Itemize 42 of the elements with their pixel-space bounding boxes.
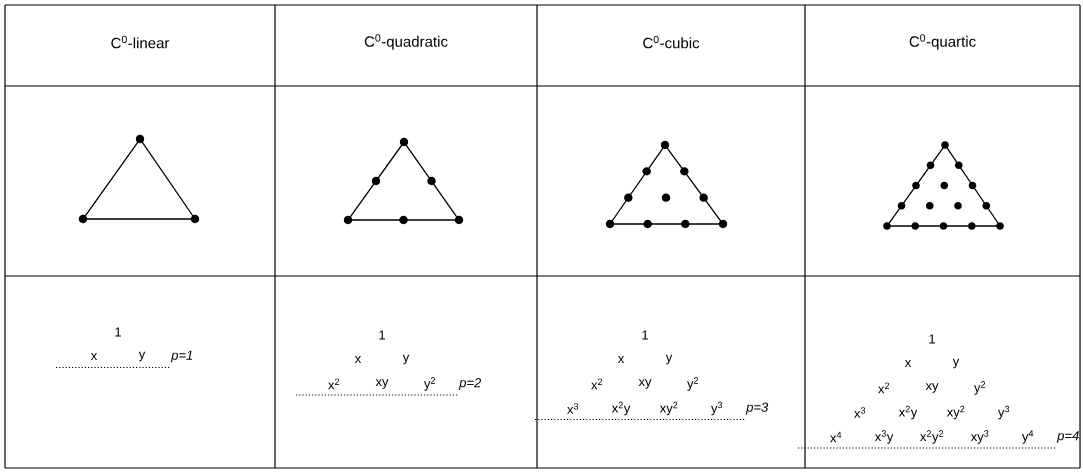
- monomial: x: [904, 360, 912, 367]
- monomial: xy$^{2}$: [946, 405, 965, 420]
- monomial: xy: [638, 379, 652, 389]
- monomial: x: [617, 356, 625, 363]
- monomial: 1: [379, 330, 385, 340]
- column-header: C$^{0}$-linear: [111, 35, 170, 49]
- degree-label: p=1: [170, 350, 193, 363]
- column-header: C$^{0}$-quadratic: [364, 34, 448, 50]
- monomial: y: [665, 354, 673, 365]
- monomial: x$^{2}$y$^{2}$: [920, 430, 944, 444]
- monomial: x: [90, 353, 98, 360]
- monomial: y$^{4}$: [1022, 430, 1034, 444]
- monomial: y$^{3}$: [998, 405, 1010, 420]
- monomial: 1: [642, 330, 648, 340]
- monomial: y$^{3}$: [711, 401, 723, 416]
- monomial: y$^{2}$: [974, 381, 986, 395]
- monomial: y$^{2}$: [687, 377, 699, 391]
- monomial: x$^{4}$: [830, 431, 842, 443]
- column-header: C$^{0}$-cubic: [643, 35, 700, 49]
- monomial: x$^{3}$y: [874, 430, 894, 444]
- monomial: y: [138, 351, 146, 362]
- degree-label: p=3: [745, 402, 769, 415]
- monomial: y$^{2}$: [424, 377, 436, 391]
- column-header: C$^{0}$-quartic: [909, 34, 976, 50]
- monomial: y: [952, 358, 960, 369]
- monomial: xy: [925, 383, 939, 393]
- monomial: 1: [929, 334, 935, 344]
- monomial: x$^{3}$: [567, 403, 579, 414]
- monomial: x$^{2}$y: [611, 401, 631, 416]
- monomial: 1: [115, 327, 121, 337]
- monomial: xy$^{3}$: [970, 430, 989, 444]
- monomial: x: [354, 356, 362, 363]
- monomial: x$^{3}$: [854, 407, 866, 418]
- degree-label: p=4: [1056, 431, 1079, 443]
- monomial: x$^{2}$: [591, 378, 603, 390]
- monomial: x$^{2}$: [878, 382, 890, 394]
- monomial: xy: [375, 379, 389, 389]
- monomial: x$^{2}$: [328, 378, 340, 390]
- monomial: y: [402, 354, 410, 365]
- monomial: xy$^{2}$: [659, 401, 678, 416]
- monomial: x$^{2}$y: [898, 405, 918, 420]
- degree-label: p=2: [458, 378, 482, 390]
